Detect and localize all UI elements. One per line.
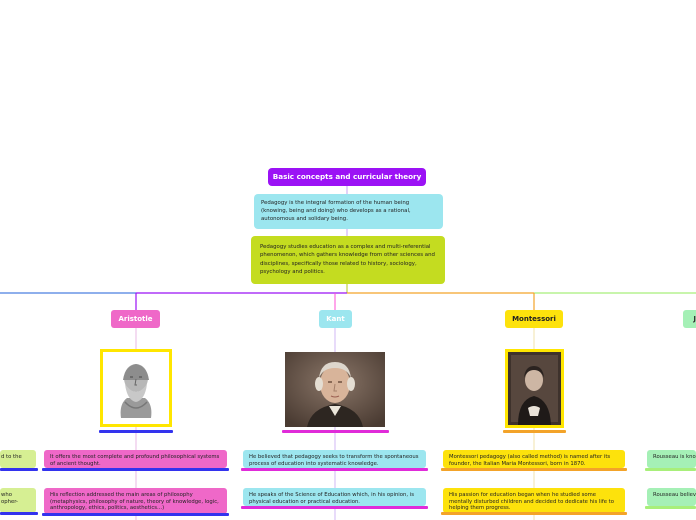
definition-node[interactable]: Pedagogy is the integral formation of th…	[254, 194, 443, 229]
note-left-1[interactable]: d to the	[0, 450, 36, 468]
underline-aristotle	[99, 430, 173, 433]
note-aristotle-1[interactable]: It offers the most complete and profound…	[44, 450, 227, 468]
note-kant-2[interactable]: He speaks of the Science of Education wh…	[243, 488, 426, 506]
note-j-2[interactable]: Rousseau believ "fix one's eyes o	[647, 488, 696, 506]
note-left-2[interactable]: who opher-	[0, 488, 36, 513]
note-montessori-2[interactable]: His passion for education began when he …	[443, 488, 625, 513]
image-kant-portrait	[285, 352, 385, 427]
topic-montessori[interactable]: Montessori	[505, 310, 563, 328]
image-montessori-portrait	[505, 349, 564, 428]
note-montessori-1[interactable]: Montessori pedagogy (also called method)…	[443, 450, 625, 468]
topic-j[interactable]: J	[683, 310, 696, 328]
note-underline	[441, 468, 627, 471]
note-underline	[42, 513, 229, 516]
note-underline	[0, 468, 38, 471]
note-underline	[645, 468, 696, 471]
note-j-1[interactable]: Rousseau is kno of modern progr	[647, 450, 696, 468]
underline-montessori	[503, 430, 566, 433]
note-kant-1[interactable]: He believed that pedagogy seeks to trans…	[243, 450, 426, 468]
root-topic[interactable]: Basic concepts and curricular theory	[268, 168, 426, 186]
image-aristotle-bust	[100, 349, 172, 427]
topic-kant[interactable]: Kant	[319, 310, 352, 328]
studies-node[interactable]: Pedagogy studies education as a complex …	[251, 236, 445, 284]
underline-kant	[282, 430, 389, 433]
note-underline	[241, 506, 428, 509]
note-underline	[441, 512, 627, 515]
topic-aristotle[interactable]: Aristotle	[111, 310, 160, 328]
note-underline	[42, 468, 229, 471]
note-underline	[0, 512, 38, 515]
note-underline	[241, 468, 428, 471]
note-aristotle-2[interactable]: His reflection addressed the main areas …	[44, 488, 227, 514]
note-underline	[645, 506, 696, 509]
